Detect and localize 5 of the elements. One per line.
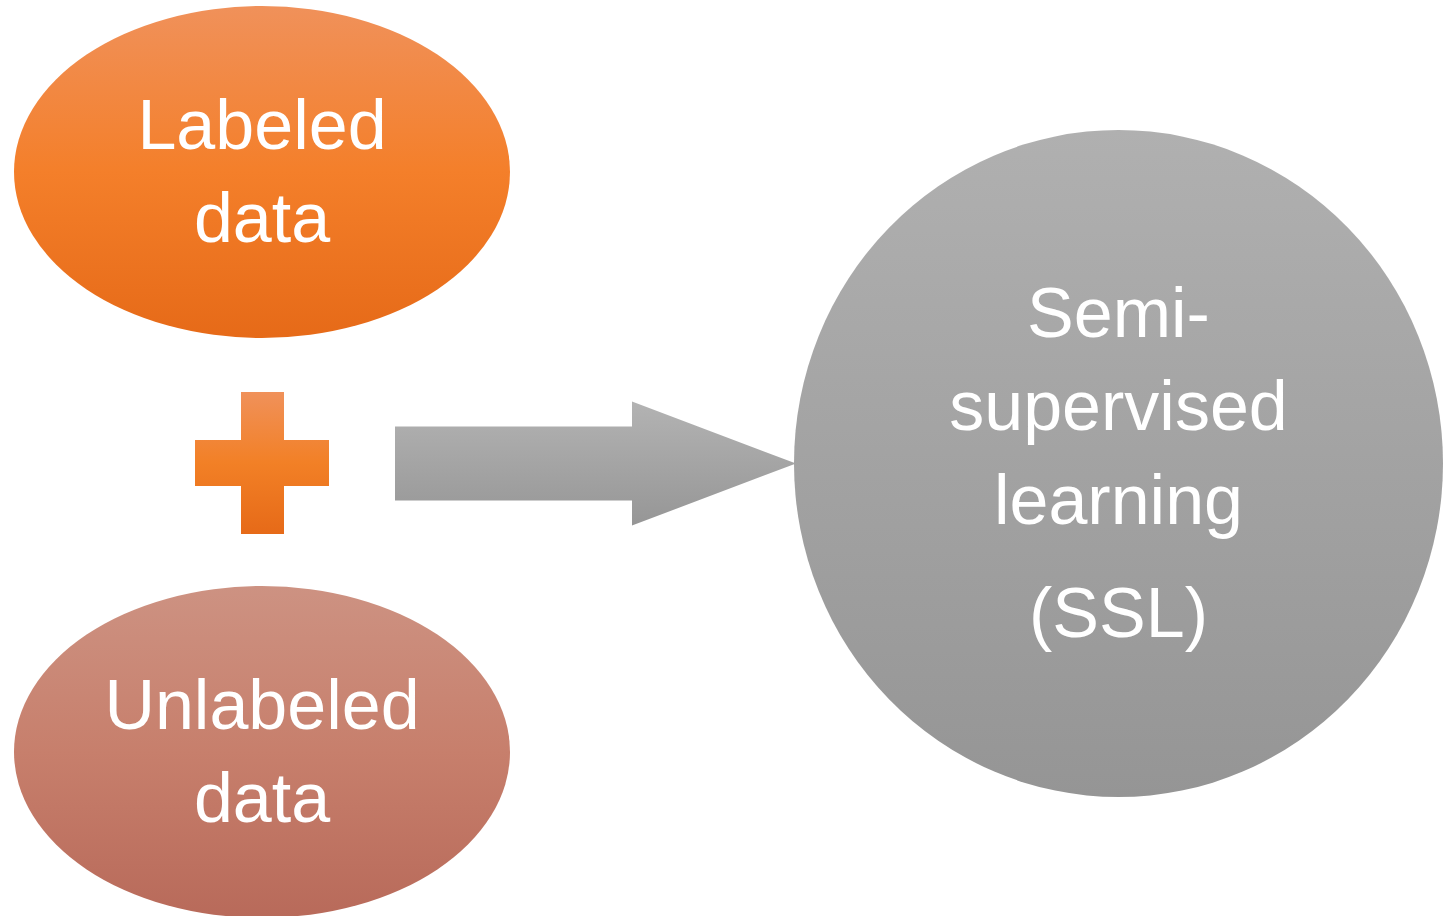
node-label: Labeled data [136,84,388,259]
node-abbreviation: (SSL) [1029,572,1208,654]
node-label: Semi-supervised learning [948,273,1289,541]
block-arrow [395,401,796,526]
node-label: Unlabeled data [103,664,421,839]
